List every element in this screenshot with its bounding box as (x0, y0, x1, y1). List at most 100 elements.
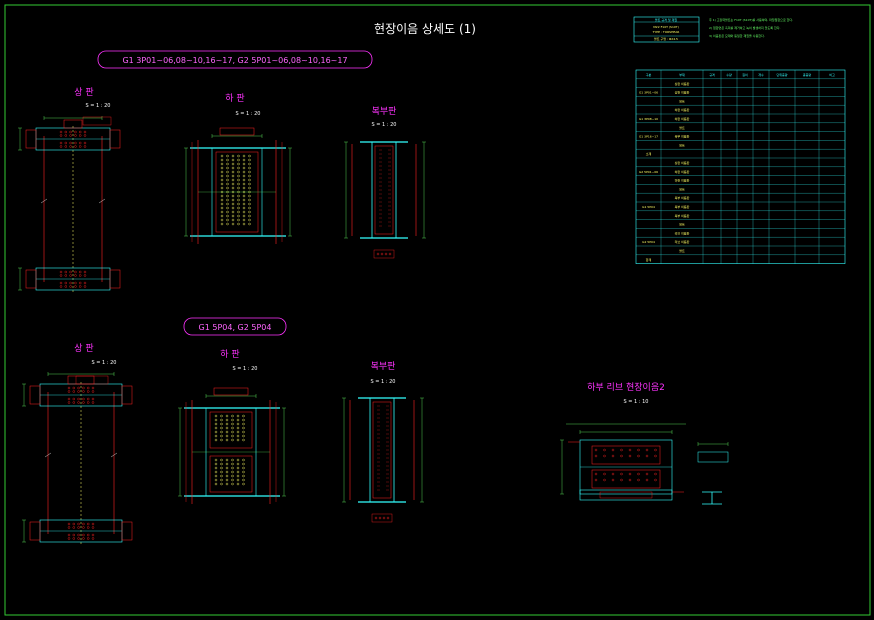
bolt-hole (611, 472, 615, 476)
drawing-linework (18, 116, 729, 544)
bolt-hole (67, 390, 71, 393)
note-line: 2) 접합면은 흑피를 제거하고 녹이 발생하지 않도록 한다. (709, 25, 780, 30)
table-cell: 볼트 (679, 98, 685, 103)
bolt-hole (231, 210, 235, 214)
bolt-hole (242, 186, 246, 190)
bolt-hole (248, 194, 251, 198)
table-header-cell: 구분 (646, 72, 652, 77)
bolt-hole (231, 470, 234, 474)
note-line: 3) 이음판은 모재와 동일한 재질을 사용한다. (709, 33, 765, 38)
bolt-hole (242, 154, 246, 158)
bolt-hole (236, 430, 240, 434)
plate-outline (121, 521, 133, 541)
bolt-hole (237, 162, 240, 166)
bolt-hole (382, 516, 386, 520)
bolt-hole (654, 448, 657, 452)
bolt-hole (226, 154, 229, 158)
bolt-hole (242, 218, 246, 222)
bolt-hole (91, 526, 95, 529)
bolt-hole (220, 154, 224, 158)
bolt-hole (225, 466, 229, 470)
table-cell: G1 3P01~06 (639, 91, 658, 95)
bolt-hole (236, 474, 240, 478)
bolt-hole (242, 422, 245, 426)
bolt-hole (214, 430, 218, 434)
bolt-hole (226, 186, 229, 190)
table-cell: 리브 이음판 (675, 230, 690, 235)
bolt-hole (220, 422, 223, 426)
bolt-hole (225, 438, 229, 442)
bolt-hole (214, 482, 218, 486)
bolt-hole (242, 214, 246, 218)
bolt-hole (248, 222, 251, 226)
bolt-hole (67, 522, 71, 526)
bolt-hole (236, 482, 240, 486)
bolt-hole (231, 174, 235, 178)
bolt-hole (231, 166, 235, 170)
bolt-hole (220, 214, 224, 218)
bolt-hole (77, 397, 80, 401)
bolt-hole (231, 414, 234, 418)
bolt-hole (242, 194, 246, 198)
bolt-hole (59, 145, 63, 148)
bolt-hole (59, 281, 63, 285)
table-cell: 볼트 (679, 248, 685, 253)
bolt-hole (603, 472, 606, 476)
table-cell: 합계 (646, 257, 652, 262)
legend-header: 볼트 규격 및 재질 (655, 17, 677, 22)
table-cell: 복부 이음판 (675, 213, 690, 218)
bolt-hole (242, 482, 245, 486)
bolt-hole (64, 270, 68, 274)
bolt-hole (226, 166, 229, 170)
bolt-hole (78, 130, 82, 134)
bolt-hole (231, 466, 234, 470)
bolt-hole (220, 210, 224, 214)
bolt-hole (384, 252, 388, 256)
drawing-title: 현장이음 상세도 (1) (374, 22, 476, 36)
plate-outline (209, 455, 253, 493)
line-segment (40, 198, 48, 204)
bolt-hole (386, 516, 390, 520)
plate-outline (82, 116, 112, 126)
bolt-hole (248, 214, 251, 218)
line-segment (98, 198, 106, 204)
bolt-hole (231, 198, 235, 202)
bolt-hole (77, 522, 80, 526)
bolt-hole (74, 141, 77, 145)
bolt-hole (225, 422, 229, 426)
bolt-hole (214, 422, 218, 426)
bolt-hole (220, 222, 224, 226)
bolt-hole (220, 178, 224, 182)
bolt-hole (248, 154, 251, 158)
line-segment (44, 452, 52, 458)
bolt-hole (72, 522, 76, 526)
bolt-hole (242, 166, 246, 170)
table-cell: G1 3P16~17 (639, 135, 658, 139)
bolt-hole (91, 533, 95, 537)
table-cell: 하판 이음판 (675, 107, 690, 112)
plate-outline (121, 385, 133, 405)
bolt-hole (214, 418, 218, 422)
bolt-hole (620, 448, 623, 452)
bolt-hole (226, 206, 229, 210)
bolt-hole (380, 252, 384, 256)
view-label-rib-splice: 하부 리브 현장이음2 (587, 382, 665, 393)
table-cell: G2 5P04 (642, 240, 655, 244)
table-header-cell: 규격 (709, 72, 715, 77)
bolt-hole (220, 170, 224, 174)
bolt-hole (74, 130, 77, 134)
view-scale: S = 1 : 20 (372, 122, 397, 128)
bolt-hole (237, 158, 240, 162)
bolt-hole (64, 281, 68, 285)
bolt-hole (237, 154, 240, 158)
bolt-hole (91, 386, 95, 390)
view-label-top-flange: 상 판 (74, 343, 93, 354)
bolt-hole (242, 174, 246, 178)
bolt-hole (236, 438, 240, 442)
bolt-hole (220, 206, 224, 210)
bolt-hole (226, 218, 229, 222)
bolt-hole (231, 186, 235, 190)
bolt-hole (628, 472, 632, 476)
bolt-hole (69, 130, 72, 134)
bolt-hole (226, 198, 229, 202)
